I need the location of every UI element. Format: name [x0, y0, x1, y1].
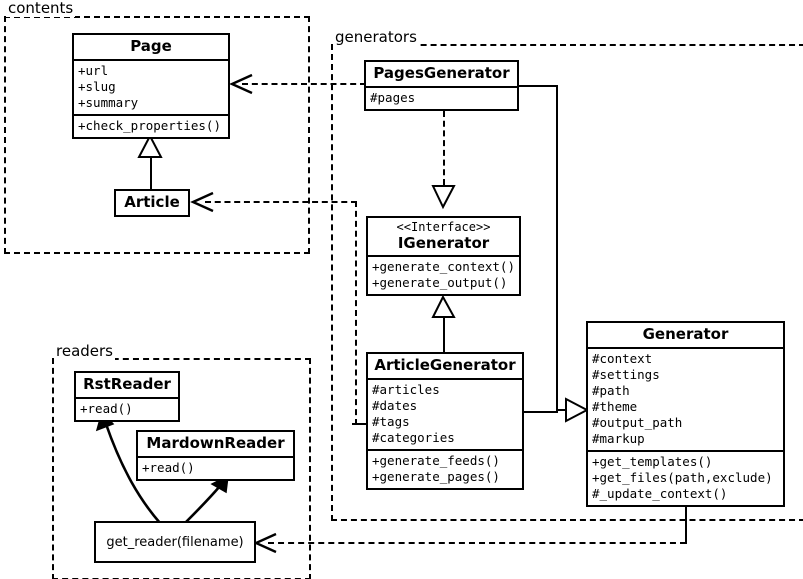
operation: +generate_pages() [372, 469, 500, 485]
class-generator-operations: +get_templates() +get_files(path,exclude… [588, 450, 783, 505]
attribute: +slug [78, 79, 116, 95]
attribute: #path [592, 383, 630, 399]
class-mardownreader-name: MardownReader [146, 434, 285, 452]
class-articlegenerator-operations: +generate_feeds() +generate_pages() [368, 449, 522, 488]
class-generator-attributes: #context #settings #path #theme #output_… [588, 347, 783, 450]
operation: +get_templates() [592, 454, 713, 470]
attribute: +url [78, 63, 109, 79]
class-articlegenerator-attributes: #articles #dates #tags #categories [368, 378, 522, 449]
realization-pagesgenerator-igenerator-stem [443, 111, 445, 185]
dependency-generator-getreader-h [268, 542, 686, 544]
package-generators [331, 44, 803, 521]
class-page-name: Page [130, 37, 172, 55]
class-articlegenerator[interactable]: ArticleGenerator #articles #dates #tags … [366, 352, 524, 491]
operation: +get_files(path,exclude) [592, 470, 773, 486]
class-igenerator-name: IGenerator [397, 233, 490, 252]
class-generator-name: Generator [642, 325, 729, 343]
operation: +read() [142, 460, 195, 476]
class-mardownreader[interactable]: MardownReader +read() [136, 430, 295, 482]
class-igenerator-header: <<Interface>> IGenerator [368, 218, 519, 255]
attribute: +summary [78, 95, 139, 111]
generalization-articlegenerator-igenerator-stem [443, 314, 445, 352]
operation: #_update_context() [592, 486, 728, 502]
operation: +generate_feeds() [372, 453, 500, 469]
package-generators-label: generators [333, 28, 419, 46]
dependency-articlegenerator-article-stub [352, 423, 366, 425]
attribute: #context [592, 351, 653, 367]
operation: +check_properties() [78, 118, 221, 134]
class-generator[interactable]: Generator #context #settings #path #them… [586, 321, 785, 508]
operation: +read() [80, 401, 133, 417]
attribute: #settings [592, 367, 660, 383]
operation: +generate_output() [372, 275, 508, 291]
class-igenerator[interactable]: <<Interface>> IGenerator +generate_conte… [366, 216, 521, 297]
generalization-articlegenerator-generator-h [524, 411, 558, 413]
class-igenerator-operations: +generate_context() +generate_output() [368, 255, 519, 294]
generalization-pagesgenerator-generator-h1 [518, 85, 558, 87]
attribute: #output_path [592, 415, 683, 431]
attribute: #tags [372, 414, 410, 430]
class-article-name: Article [124, 193, 180, 211]
class-page-operations: +check_properties() [74, 114, 228, 137]
generalization-pagesgenerator-generator-v [556, 85, 558, 412]
dependency-generator-getreader-v [685, 502, 687, 544]
package-readers-label: readers [54, 342, 115, 360]
attribute: #theme [592, 399, 638, 415]
attribute: #dates [372, 398, 418, 414]
attribute: #markup [592, 431, 645, 447]
class-pagesgenerator-attributes: #pages [366, 86, 517, 109]
function-get-reader-label: get_reader(filename) [106, 534, 244, 550]
class-articlegenerator-name: ArticleGenerator [374, 356, 516, 374]
attribute: #articles [372, 382, 440, 398]
class-rstreader-operations: +read() [76, 397, 178, 420]
function-get-reader[interactable]: get_reader(filename) [94, 521, 256, 563]
class-rstreader-name: RstReader [83, 375, 171, 393]
dependency-pagesgenerator-page [242, 83, 366, 85]
dependency-articlegenerator-article-v [355, 201, 357, 425]
generalization-article-page-stem [150, 152, 152, 190]
attribute: #categories [372, 430, 455, 446]
class-page[interactable]: Page +url +slug +summary +check_properti… [72, 33, 230, 140]
package-contents-label: contents [6, 0, 76, 17]
class-igenerator-stereotype: <<Interface>> [396, 220, 491, 234]
class-pagesgenerator-name: PagesGenerator [373, 64, 510, 82]
package-contents [4, 16, 310, 254]
class-pagesgenerator[interactable]: PagesGenerator #pages [364, 60, 519, 112]
generalization-generator-trunk-h [556, 409, 570, 411]
class-mardownreader-operations: +read() [138, 456, 293, 479]
attribute: #pages [370, 90, 416, 106]
operation: +generate_context() [372, 259, 515, 275]
class-rstreader[interactable]: RstReader +read() [74, 371, 180, 423]
dependency-articlegenerator-article-h [205, 201, 357, 203]
class-page-attributes: +url +slug +summary [74, 59, 228, 114]
class-article[interactable]: Article [114, 189, 190, 218]
